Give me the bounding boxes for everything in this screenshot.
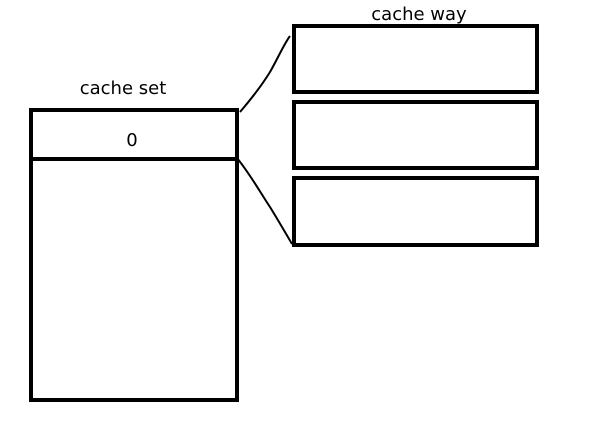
cache-way-box-1 xyxy=(292,24,539,94)
connector-top xyxy=(239,35,291,113)
cache-way-label: cache way xyxy=(371,4,467,25)
cache-set-box xyxy=(29,108,239,402)
connector-bottom xyxy=(236,157,293,245)
cache-way-box-2 xyxy=(292,100,539,170)
cache-set-label: cache set xyxy=(80,78,167,99)
cache-set-index: 0 xyxy=(126,130,137,151)
cache-way-box-3 xyxy=(292,176,539,247)
